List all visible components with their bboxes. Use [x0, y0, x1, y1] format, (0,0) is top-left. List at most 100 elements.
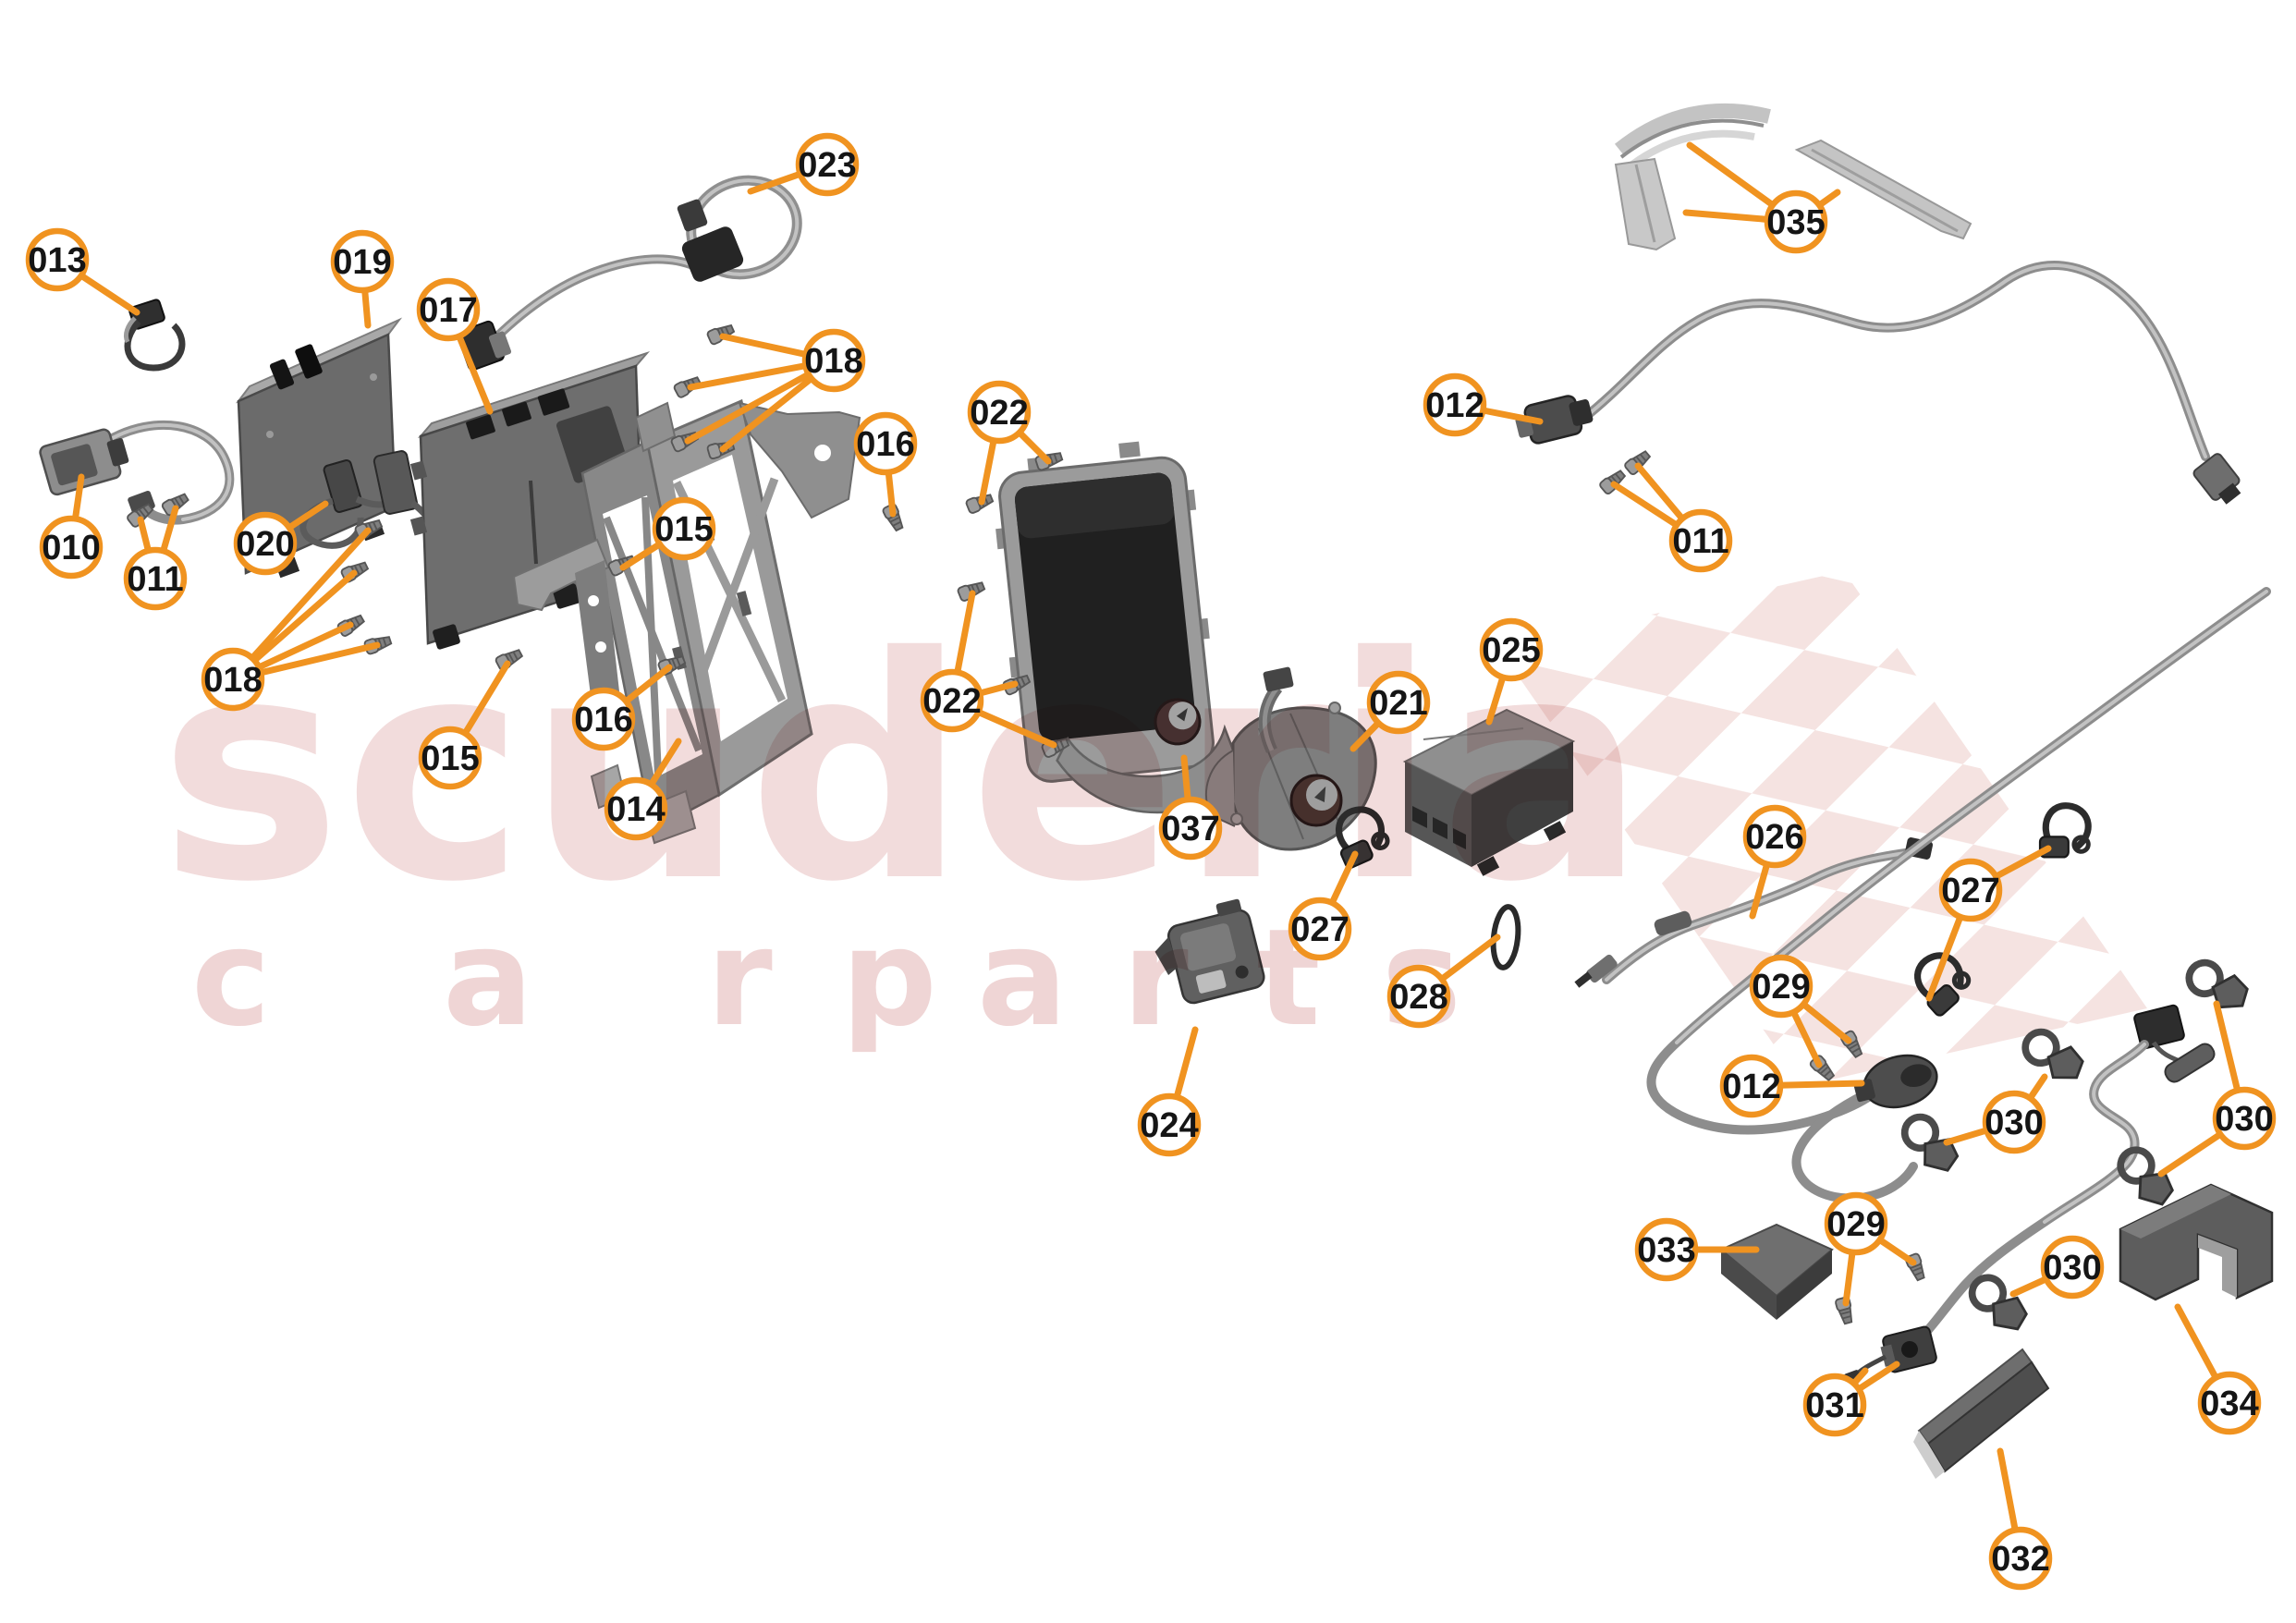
callout-028[interactable]: 028	[1386, 934, 1501, 1029]
callout-label: 016	[574, 701, 632, 739]
callout-label: 011	[1672, 522, 1728, 561]
callout-label: 013	[28, 241, 86, 280]
part-037-display-unit	[995, 441, 1240, 814]
grommet-icon	[2024, 1028, 2084, 1082]
callout-011-right[interactable]: 011	[1610, 462, 1733, 573]
callout-label: 037	[1161, 810, 1219, 848]
watermark-letter: r	[1122, 900, 1189, 1056]
callout-016-top[interactable]: 016	[853, 411, 918, 518]
callout-019[interactable]: 019	[330, 229, 395, 329]
screw-icon	[705, 321, 737, 347]
callout-label: 020	[236, 525, 294, 564]
callout-label: 025	[1482, 631, 1540, 670]
callouts-layer: 013 019 017 023 010 011 020 018 015 016 014 015 016 0…	[25, 132, 2277, 1591]
callout-032[interactable]: 032	[1988, 1447, 2053, 1591]
callout-label: 012	[1425, 386, 1484, 425]
watermark: scuderia carparts	[159, 592, 1648, 1056]
callout-034[interactable]: 034	[2174, 1303, 2262, 1435]
callout-025[interactable]: 025	[1479, 617, 1544, 726]
callout-015-top[interactable]: 015	[619, 496, 716, 571]
callout-029-mid[interactable]: 029	[1749, 954, 1852, 1068]
callout-015-low[interactable]: 015	[418, 660, 511, 790]
callout-label: 035	[1766, 203, 1825, 242]
callout-label: 017	[419, 291, 477, 330]
callout-030-c[interactable]: 030	[2009, 1235, 2105, 1300]
callout-label: 029	[1752, 968, 1810, 1007]
part-012-right-connector	[1853, 1054, 1938, 1109]
callout-label: 030	[2215, 1100, 2273, 1139]
screw-icon	[1622, 447, 1654, 477]
callout-label: 022	[970, 394, 1028, 433]
part-024-housing	[1154, 898, 1265, 1005]
callout-029-low[interactable]: 029	[1824, 1191, 1917, 1307]
callout-label: 032	[1991, 1540, 2049, 1579]
callout-033[interactable]: 033	[1634, 1217, 1760, 1282]
callout-030-b[interactable]: 030	[2157, 1000, 2277, 1178]
callout-011-left[interactable]: 011	[123, 505, 188, 611]
part-035-trim-strips	[1614, 103, 1972, 251]
part-031-camera	[1880, 1325, 1937, 1373]
part-019-ecu-module	[235, 317, 403, 579]
callout-024[interactable]: 024	[1137, 1026, 1202, 1157]
callout-label: 029	[1826, 1205, 1885, 1244]
callout-030-a[interactable]: 030	[1943, 1073, 2048, 1154]
part-021-drive-unit	[1204, 666, 1377, 851]
sensor-icon	[2035, 800, 2096, 868]
callout-label: 010	[42, 529, 100, 567]
callout-012-right[interactable]: 012	[1719, 1054, 1865, 1118]
part-025-amplifier	[1402, 708, 1576, 876]
callout-023[interactable]: 023	[747, 132, 860, 197]
callout-020[interactable]: 020	[233, 500, 329, 576]
watermark-letter: c	[191, 900, 271, 1056]
callout-label: 033	[1637, 1231, 1695, 1270]
callout-label: 030	[2043, 1249, 2101, 1287]
part-harness-upper	[1646, 587, 2271, 1203]
callout-label: 021	[1369, 684, 1427, 723]
watermark-letter: r	[706, 900, 773, 1056]
callout-037[interactable]: 037	[1158, 754, 1223, 860]
watermark-letter: a	[977, 900, 1068, 1056]
callout-016-low[interactable]: 016	[571, 664, 673, 751]
callout-label: 024	[1140, 1106, 1198, 1145]
callout-label: 023	[798, 146, 856, 185]
callout-018-top[interactable]: 018	[684, 328, 866, 453]
watermark-brand: scuderia	[159, 592, 1648, 949]
callout-026[interactable]: 026	[1742, 804, 1807, 920]
callout-031[interactable]: 031	[1802, 1361, 1900, 1437]
callout-017[interactable]: 017	[416, 277, 494, 415]
watermark-letter: p	[841, 900, 937, 1056]
callout-label: 027	[1290, 910, 1349, 949]
callout-012-left[interactable]: 012	[1423, 372, 1544, 437]
callout-label: 022	[922, 682, 981, 721]
callout-035[interactable]: 035	[1682, 141, 1841, 254]
callout-label: 018	[804, 342, 862, 381]
callout-label: 031	[1805, 1386, 1863, 1425]
part-013-antenna-clip	[123, 299, 186, 372]
callout-022-top[interactable]: 022	[967, 380, 1052, 506]
callout-014[interactable]: 014	[604, 738, 682, 841]
watermark-letter: a	[443, 900, 533, 1056]
callout-label: 014	[606, 790, 665, 829]
callout-label: 028	[1389, 978, 1447, 1017]
callout-013[interactable]: 013	[25, 227, 140, 316]
callout-label: 019	[333, 243, 391, 282]
callout-label: 018	[203, 661, 262, 700]
callout-label: 011	[127, 560, 183, 599]
callout-label: 015	[421, 739, 479, 778]
grommet-icon	[2115, 1148, 2179, 1206]
callout-label: 027	[1941, 872, 1999, 910]
part-harness-lower	[1844, 1004, 2216, 1384]
callout-010[interactable]: 010	[39, 473, 104, 580]
callout-027-right[interactable]: 027	[1925, 845, 2052, 1002]
callout-018-left[interactable]: 018	[201, 527, 381, 712]
callout-022-low[interactable]: 022	[920, 590, 1057, 749]
callout-021[interactable]: 021	[1350, 670, 1431, 752]
part-032-cover-bar	[1913, 1348, 2050, 1479]
callout-label: 012	[1722, 1068, 1780, 1106]
callout-label: 026	[1745, 818, 1803, 857]
part-034-bracket-block	[2119, 1183, 2274, 1301]
callout-label: 034	[2200, 1385, 2258, 1423]
callout-027-left[interactable]: 027	[1288, 850, 1359, 961]
callout-label: 030	[1985, 1104, 2043, 1142]
part-010-connector-cable	[39, 420, 235, 525]
